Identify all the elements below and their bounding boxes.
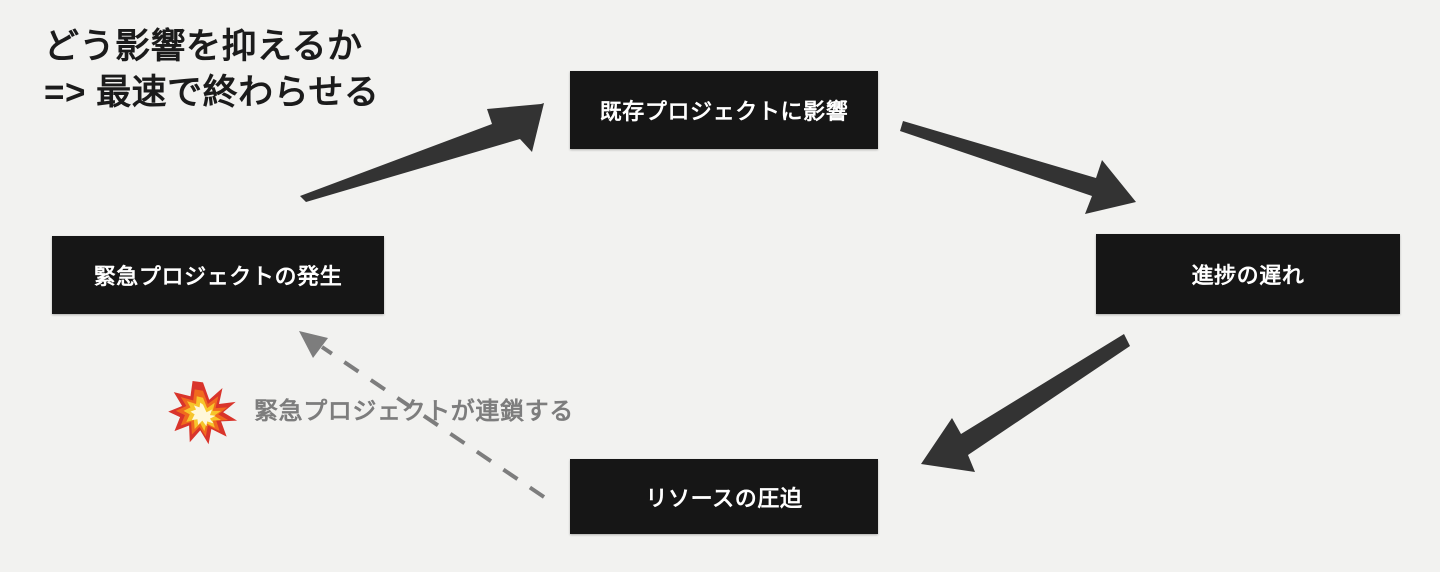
page-title: どう影響を抑えるか => 最速で終わらせる [44,24,379,116]
collision-burst-icon [168,381,238,445]
node-progress-delay[interactable]: 進捗の遅れ [1096,234,1400,314]
title-line-1: どう影響を抑えるか [44,27,363,66]
node-resource-pressure[interactable]: リソースの圧迫 [570,459,878,534]
arrow-delay-to-resource [921,334,1130,472]
arrow-impact-to-delay [900,121,1136,214]
title-line-2: => 最速で終わらせる [44,73,380,113]
node-emergency-project[interactable]: 緊急プロジェクトの発生 [52,236,384,314]
node-existing-project-impact[interactable]: 既存プロジェクトに影響 [570,71,878,149]
arrow-emergency-to-impact [300,103,544,202]
feedback-annotation-label: 緊急プロジェクトが連鎖する [254,398,574,425]
feedback-annotation: 緊急プロジェクトが連鎖する [168,381,574,445]
